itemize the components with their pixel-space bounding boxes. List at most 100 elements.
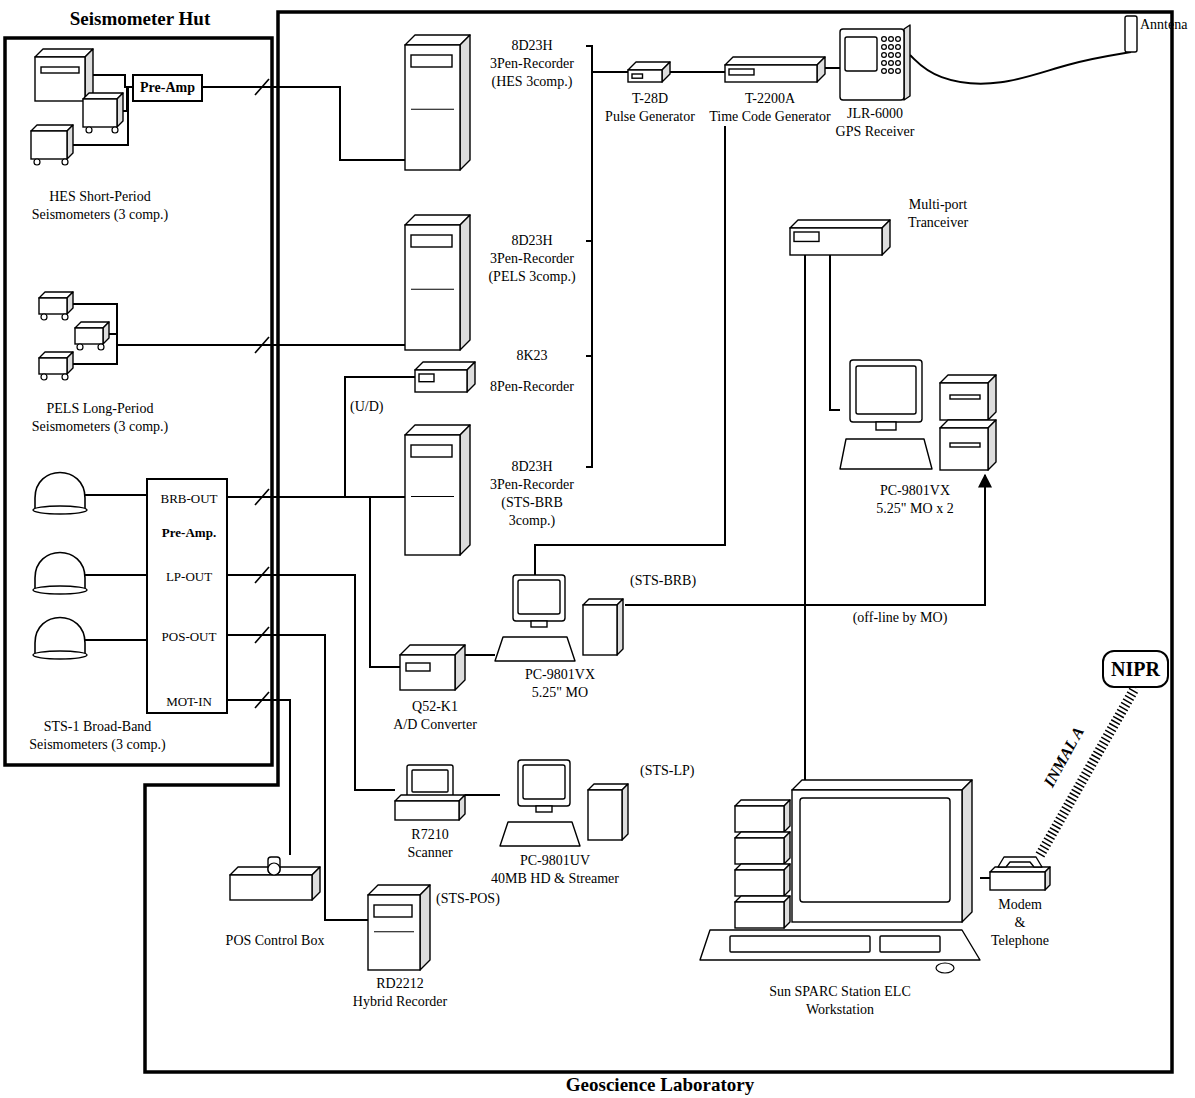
cable bbox=[203, 87, 405, 160]
port-label: Pre-Amp. bbox=[148, 524, 230, 542]
device-part bbox=[735, 832, 790, 838]
seismometer-wire bbox=[105, 639, 146, 641]
device-drawing bbox=[415, 362, 475, 392]
device-wire bbox=[411, 496, 454, 497]
device-part bbox=[784, 896, 790, 928]
ad-converter: Q52-K1A/D Converter bbox=[375, 645, 495, 734]
dome-base bbox=[33, 651, 87, 659]
device-part bbox=[34, 159, 40, 165]
device-sublabel: (STS-LP) bbox=[640, 762, 720, 780]
device-label: 8K23 bbox=[478, 347, 586, 365]
device-part bbox=[998, 857, 1042, 867]
workstation: Sun SPARC Station ELCWorkstation bbox=[700, 780, 980, 1019]
device-part bbox=[103, 322, 109, 344]
device-label: PELS Long-Period Seismometers (3 comp.) bbox=[15, 400, 185, 436]
device-wire bbox=[85, 494, 105, 496]
device-part bbox=[904, 25, 910, 100]
device-part bbox=[1125, 16, 1137, 52]
device-sublabel: Scanner bbox=[380, 844, 480, 862]
dome bbox=[35, 473, 85, 511]
device-part bbox=[735, 800, 790, 806]
seismometer-group: PELS Long-Period Seismometers (3 comp.) bbox=[15, 290, 185, 436]
device-label: JLR-6000 bbox=[825, 105, 925, 123]
device-part bbox=[889, 53, 894, 58]
device-part bbox=[896, 53, 901, 58]
device-part bbox=[455, 645, 465, 690]
device-part bbox=[790, 220, 890, 228]
device-part bbox=[395, 795, 465, 801]
lab-frame: Geoscience Laboratory8D23H3Pen-Recorder(… bbox=[145, 10, 1175, 1098]
device-sublabel: 3Pen-Recorder bbox=[478, 55, 586, 73]
preamp-box: Pre-Amp bbox=[132, 74, 203, 102]
device-part bbox=[896, 37, 901, 42]
frame-heading: Seismometer Hut bbox=[5, 8, 275, 30]
device-part bbox=[800, 798, 950, 902]
device-label: 8D23H bbox=[478, 458, 586, 476]
dome-base bbox=[33, 586, 87, 594]
device-label: 8D23H bbox=[478, 232, 586, 250]
device-sublabel: Pulse Generator bbox=[590, 108, 710, 126]
device-label: HES Short-Period Seismometers (3 comp.) bbox=[15, 188, 185, 224]
device-part bbox=[840, 439, 932, 469]
device-icon bbox=[500, 760, 630, 848]
device-part bbox=[41, 67, 79, 73]
device-part bbox=[784, 800, 790, 832]
device-part bbox=[67, 352, 73, 374]
device-part bbox=[411, 445, 452, 457]
cable bbox=[830, 255, 840, 410]
device-icon bbox=[840, 25, 910, 100]
device-sublabel: A/D Converter bbox=[375, 716, 495, 734]
device-part bbox=[518, 580, 560, 614]
device-part bbox=[856, 366, 916, 414]
device-drawing bbox=[840, 360, 996, 470]
device-part bbox=[628, 70, 662, 82]
device-icon bbox=[700, 780, 980, 975]
device-part bbox=[460, 35, 470, 170]
device-icon bbox=[990, 855, 1050, 890]
cable bbox=[804, 255, 806, 780]
hut-frame: Seismometer HutHES Short-Period Seismome… bbox=[5, 5, 275, 767]
device-part bbox=[419, 374, 434, 382]
device-sublabel: GPS Receiver bbox=[825, 123, 925, 141]
device-part bbox=[784, 864, 790, 896]
control-box: POS Control Box bbox=[205, 855, 345, 950]
device-label: RD2212 bbox=[350, 975, 450, 993]
signal-label: (U/D) bbox=[350, 398, 400, 416]
pen-recorder: 8K238Pen-Recorder bbox=[415, 347, 586, 396]
device-wire bbox=[73, 304, 125, 345]
device-part bbox=[411, 55, 452, 67]
device-part bbox=[405, 425, 470, 435]
device-part bbox=[622, 784, 628, 840]
seismometer-group: HES Short-Period Seismometers (3 comp.) bbox=[15, 45, 185, 224]
device-part bbox=[632, 74, 643, 78]
cable bbox=[465, 654, 495, 656]
device-sublabel: (STS-BRB) bbox=[630, 572, 710, 590]
box-label: Pre-Amp bbox=[140, 79, 195, 97]
seismometer-wire bbox=[105, 494, 146, 496]
device-label: POS Control Box bbox=[205, 932, 345, 950]
device-part bbox=[415, 362, 475, 370]
device-icon bbox=[30, 465, 105, 660]
device-part bbox=[62, 159, 68, 165]
device-part bbox=[588, 790, 622, 840]
device-part bbox=[268, 863, 280, 875]
device-part bbox=[395, 801, 459, 820]
device-sublabel: (STS-POS) bbox=[436, 890, 516, 908]
device-part bbox=[405, 215, 470, 225]
device-sublabel: 5.25" MO x 2 bbox=[860, 500, 970, 518]
device-wire bbox=[109, 333, 117, 335]
device-part bbox=[368, 895, 420, 970]
device-part bbox=[400, 645, 465, 655]
device-label: Modem bbox=[975, 896, 1065, 914]
device-part bbox=[415, 370, 467, 392]
device-part bbox=[405, 35, 470, 45]
device-drawing bbox=[500, 760, 628, 846]
device-icon bbox=[400, 645, 465, 690]
cable bbox=[228, 635, 368, 920]
connector-label: (off-line by MO) bbox=[851, 609, 950, 627]
device-part bbox=[513, 575, 565, 621]
device-wire bbox=[85, 574, 105, 576]
device-part bbox=[730, 936, 870, 952]
device-part bbox=[882, 53, 887, 58]
device-drawing bbox=[725, 57, 825, 82]
